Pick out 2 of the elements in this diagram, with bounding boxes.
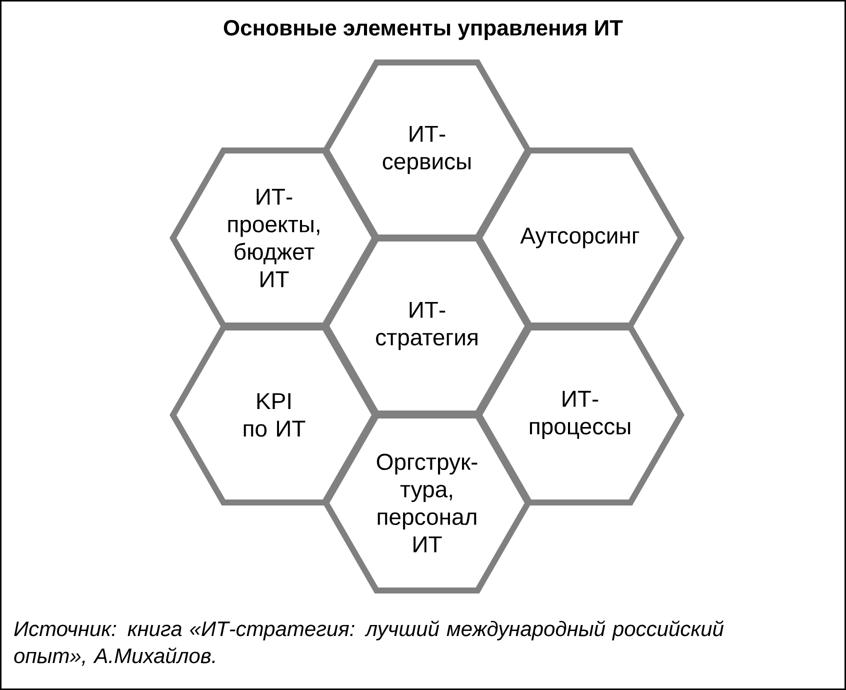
title: Основные элементы управления ИТ <box>224 20 623 40</box>
source-note: Источник: книга «ИТ-стратегия: лучший международный российский опыт», А.Михайлов. <box>14 620 724 666</box>
